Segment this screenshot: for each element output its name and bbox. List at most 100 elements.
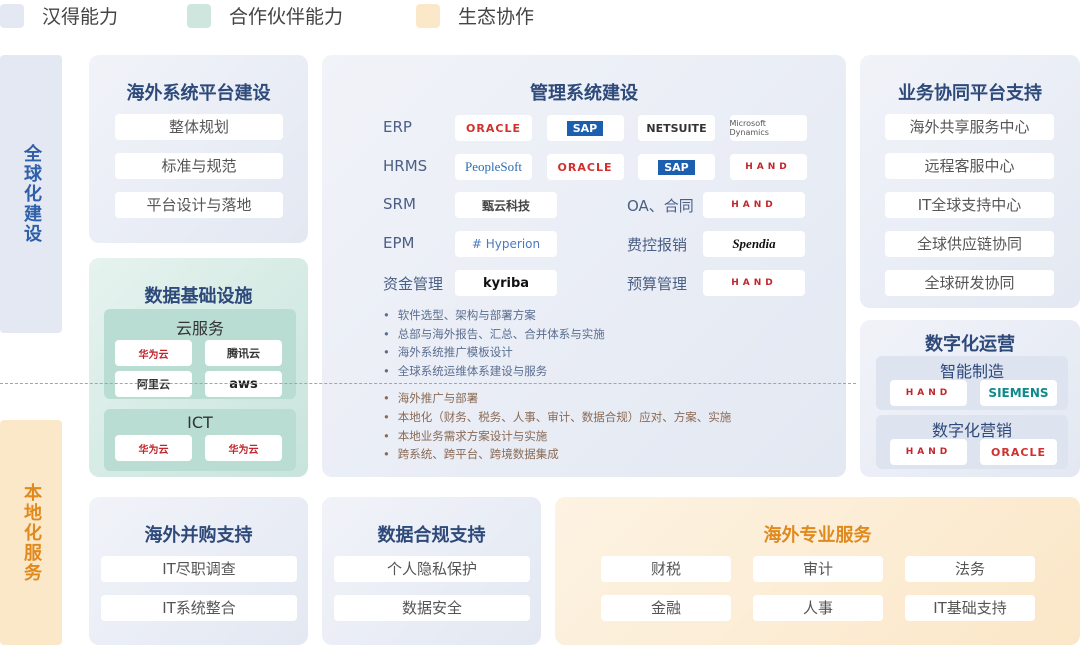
mna-item: IT尽职调查 [101,556,297,582]
row-label: ERP [383,118,412,136]
logo-text: kyriba [482,275,530,291]
legend-label: 生态协作 [458,6,535,28]
collab-card: 业务协同平台支持 海外共享服务中心远程客服中心 IT全球支持中心全球供应链协同全球… [860,55,1080,308]
legend-label: 合作伙伴能力 [229,6,344,28]
row-label: HRMS [383,157,428,175]
row-label: 费控报销 [627,236,688,254]
cloud-title: 云服务 [175,319,224,338]
mna-title: 海外并购支持 [144,525,253,546]
logo-text: Spendia [732,236,776,251]
bullet-local: 海外推广与部署 [383,390,479,406]
infra-title: 数据基础设施 [144,286,253,307]
ict-section: ICT 华为云 华为云 [104,409,296,471]
bullet-global: 总部与海外报告、汇总、合并体系与实施 [383,326,605,342]
service-item: 金融 [601,595,731,621]
ict-title: ICT [187,413,213,432]
logo-text: SAP [566,120,604,136]
bullet-local: 跨系统、跨平台、跨境数据集成 [383,446,559,462]
logo-text: ORACLE [557,160,613,174]
row-label: SRM [383,195,416,213]
logo-: 华为云 [205,435,282,461]
logo-peoplesoft: PeopleSoft [455,154,532,180]
legend-swatch [187,3,211,28]
logo-text: HAND [745,162,791,172]
logo-oracle: ORACLE [455,115,532,141]
platform-title: 海外系统平台建设 [126,83,271,104]
collab-title: 业务协同平台支持 [898,83,1042,104]
logo-text: HAND [905,447,952,457]
logo-text: 阿里云 [137,378,170,391]
compliance-card: 数据合规支持 个人隐私保护数据安全 [322,497,541,645]
legend-item: 生态协作 [416,2,534,29]
logo-text: ORACLE [991,445,1046,459]
logo-microsoftdynamics: Microsoft Dynamics [729,115,807,141]
logo-aws: aws [205,371,282,397]
logo-text: NETSUITE [646,121,707,135]
collab-item: IT全球支持中心 [885,192,1054,218]
collab-item: 全球研发协同 [885,270,1054,296]
logo-: 甄云科技 [455,192,557,218]
service-item: 人事 [753,595,883,621]
logo-: 阿里云 [115,371,192,397]
logo-text: 华为云 [138,444,169,456]
logo-hand: HAND [890,439,967,465]
bullet-local: 本地业务需求方案设计与实施 [383,428,548,444]
service-item: 财税 [601,556,731,582]
platform-item: 标准与规范 [115,153,283,179]
logo-text: aws [229,376,258,392]
platform-card: 海外系统平台建设 整体规划标准与规范平台设计与落地 [89,55,308,243]
platform-item: 整体规划 [115,114,283,140]
cloud-section: 云服务 华为云 腾讯云阿里云 aws [104,309,296,399]
row-label: 资金管理 [383,275,444,293]
logo-hand: HAND [703,270,805,296]
logo-hyperion: # Hyperion [455,231,557,257]
logo-text: # Hyperion [471,237,541,251]
logo-: 华为云 [115,340,192,366]
collab-item: 海外共享服务中心 [885,114,1054,140]
logo-text: PeopleSoft [464,159,523,174]
legend-item: 汉得能力 [0,2,118,29]
logo-spendia: Spendia [703,231,805,257]
mfg-section: 智能制造 HAND SIEMENS [876,356,1068,410]
logo-kyriba: kyriba [455,270,557,296]
logo-sap: SAP [638,154,715,180]
legend-swatch [416,3,440,28]
logo-hand: HAND [890,380,967,406]
legend-swatch [0,3,24,28]
logo-text: HAND [731,200,777,210]
logo-netsuite: NETSUITE [638,115,715,141]
mgmt-title: 管理系统建设 [530,83,638,104]
mfg-title: 智能制造 [939,362,1004,381]
service-item: 法务 [905,556,1035,582]
bullet-local: 本地化（财务、税务、人事、审计、数据合规）应对、方案、实施 [383,409,732,425]
collab-item: 远程客服中心 [885,153,1054,179]
compliance-item: 数据安全 [334,595,530,621]
logo-text: SAP [658,159,695,175]
logo-sap: SAP [546,115,624,141]
logo-text: HAND [731,278,777,288]
logo-text: 华为云 [138,349,169,361]
side-label-local: 本地化服务 [0,420,62,645]
logo-hand: HAND [703,192,805,218]
service-item: 审计 [753,556,883,582]
logo-text: HAND [905,388,952,398]
logo-oracle: ORACLE [546,154,624,180]
logo-text: 腾讯云 [227,347,260,360]
logo-text: Microsoft Dynamics [729,119,769,137]
side-label-global: 全球化建设 [0,55,62,333]
logo-text: 华为云 [228,444,259,456]
logo-text: SIEMENS [988,386,1049,400]
services-title: 海外专业服务 [763,525,872,546]
logo-text: ORACLE [466,121,521,135]
compliance-title: 数据合规支持 [377,525,486,546]
logo-: 腾讯云 [205,340,282,366]
logo-: 华为云 [115,435,192,461]
logo-oracle: ORACLE [980,439,1057,465]
row-label: EPM [383,234,415,252]
bullet-global: 全球系统运维体系建设与服务 [383,363,548,379]
collab-item: 全球供应链协同 [885,231,1054,257]
